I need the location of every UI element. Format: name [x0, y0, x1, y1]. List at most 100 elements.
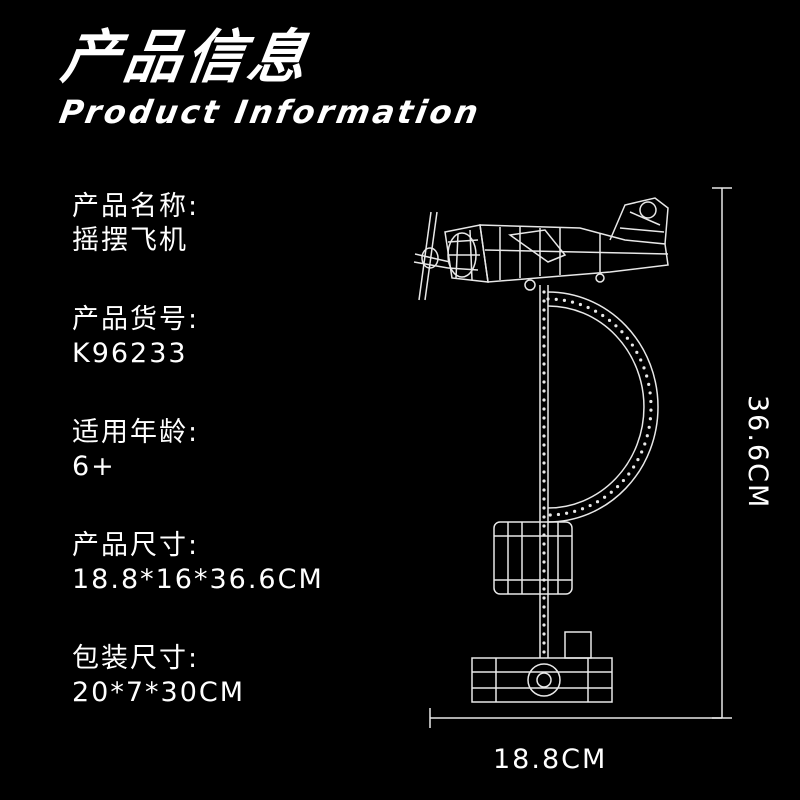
info-label: 包装尺寸:: [72, 643, 200, 674]
arc-link: [588, 503, 592, 508]
arc-link: [586, 305, 590, 310]
chain-link: [542, 353, 546, 357]
chain-link: [542, 470, 546, 474]
arc-link: [580, 507, 585, 511]
arc-link: [614, 324, 618, 328]
arc-track: [547, 291, 659, 523]
arc-link: [548, 513, 552, 517]
chain-link: [542, 488, 546, 492]
chain-link: [542, 623, 546, 627]
arc-link: [627, 472, 631, 476]
fuselage: [479, 224, 669, 291]
chain-link: [542, 407, 546, 411]
arc-link: [621, 478, 626, 483]
arc-link: [562, 298, 567, 302]
arc-link: [642, 366, 646, 370]
height-dimension-line: [712, 187, 732, 719]
chain-link: [542, 326, 546, 330]
info-value: 18.8*16*36.6CM: [72, 564, 324, 595]
chain-link: [542, 605, 546, 609]
arc-link: [593, 309, 598, 313]
chain-link: [542, 524, 546, 528]
chain-link: [542, 632, 546, 636]
counterweight: [493, 521, 573, 595]
chain-link: [542, 506, 546, 510]
chain-link: [542, 380, 546, 384]
info-label: 产品名称:: [72, 191, 200, 222]
arc-link: [635, 350, 639, 354]
arc-link: [649, 399, 653, 404]
chain-link: [542, 650, 546, 654]
chain-link: [542, 389, 546, 393]
arc-link: [643, 442, 647, 446]
arc-link: [649, 408, 653, 412]
chain-link: [542, 641, 546, 645]
chain-link: [542, 425, 546, 429]
width-dimension-line: [429, 708, 722, 728]
arc-link: [625, 336, 629, 340]
product-info-list: 产品名称: 摇摆飞机 产品货号: K96233 适用年龄: 6+ 产品尺寸: 1…: [72, 190, 392, 755]
info-item-age: 适用年龄: 6+: [72, 416, 392, 529]
arc-link: [601, 313, 605, 318]
page-title-en: Product Information: [56, 93, 485, 131]
info-value: 20*7*30CM: [72, 677, 246, 708]
info-item-package-size: 包装尺寸: 20*7*30CM: [72, 642, 392, 755]
chain-link: [542, 479, 546, 483]
arc-link: [636, 458, 640, 462]
chain-link: [542, 416, 546, 420]
arc-link: [647, 382, 651, 387]
chain-link: [542, 434, 546, 438]
arc-link: [578, 302, 583, 307]
chain-link: [542, 596, 546, 600]
info-value: 6+: [72, 451, 116, 482]
chain-link: [542, 587, 546, 591]
arc-link: [640, 450, 644, 454]
chain-links: [542, 290, 546, 654]
arc-link: [573, 509, 577, 513]
base: [471, 631, 613, 703]
arc-link: [648, 391, 652, 395]
chain-link: [542, 335, 546, 339]
arc-link: [620, 330, 624, 334]
chain-link: [542, 578, 546, 582]
arc-link: [565, 511, 569, 515]
chain-link: [542, 533, 546, 537]
chain-link: [542, 569, 546, 573]
info-label: 产品尺寸:: [72, 530, 200, 561]
arc-link: [607, 318, 612, 322]
chain-link: [542, 461, 546, 465]
width-dimension-label: 18.8CM: [493, 744, 608, 775]
chain-link: [542, 497, 546, 501]
info-label: 产品货号:: [72, 304, 200, 335]
page-title-cn: 产品信息: [57, 23, 315, 91]
chain-link: [542, 398, 546, 402]
height-dimension-label: 36.6CM: [742, 395, 773, 510]
chain-link: [542, 542, 546, 546]
arc-link: [609, 490, 613, 494]
arc-link: [546, 297, 550, 301]
info-label: 适用年龄:: [72, 417, 200, 448]
arc-link: [639, 358, 643, 362]
arc-link: [595, 500, 600, 504]
arc-link: [645, 374, 649, 378]
arc-link: [556, 512, 561, 517]
arc-links: [546, 297, 653, 517]
info-item-sku: 产品货号: K96233: [72, 303, 392, 416]
arc-link: [648, 417, 652, 421]
chain-link: [542, 290, 546, 294]
arc-link: [630, 343, 634, 347]
chain-link: [542, 344, 546, 348]
tail-fin: [609, 197, 669, 245]
propeller: [413, 211, 451, 301]
info-value: K96233: [72, 338, 188, 369]
chain-link: [542, 452, 546, 456]
info-item-product-size: 产品尺寸: 18.8*16*36.6CM: [72, 529, 392, 642]
chain-link: [542, 614, 546, 618]
chain-link: [542, 299, 546, 303]
chain-link: [542, 560, 546, 564]
arc-link: [615, 485, 620, 489]
arc-link: [645, 434, 649, 438]
chain-link: [542, 371, 546, 375]
info-value: 摇摆飞机: [72, 225, 188, 256]
support-chain: [539, 285, 549, 658]
